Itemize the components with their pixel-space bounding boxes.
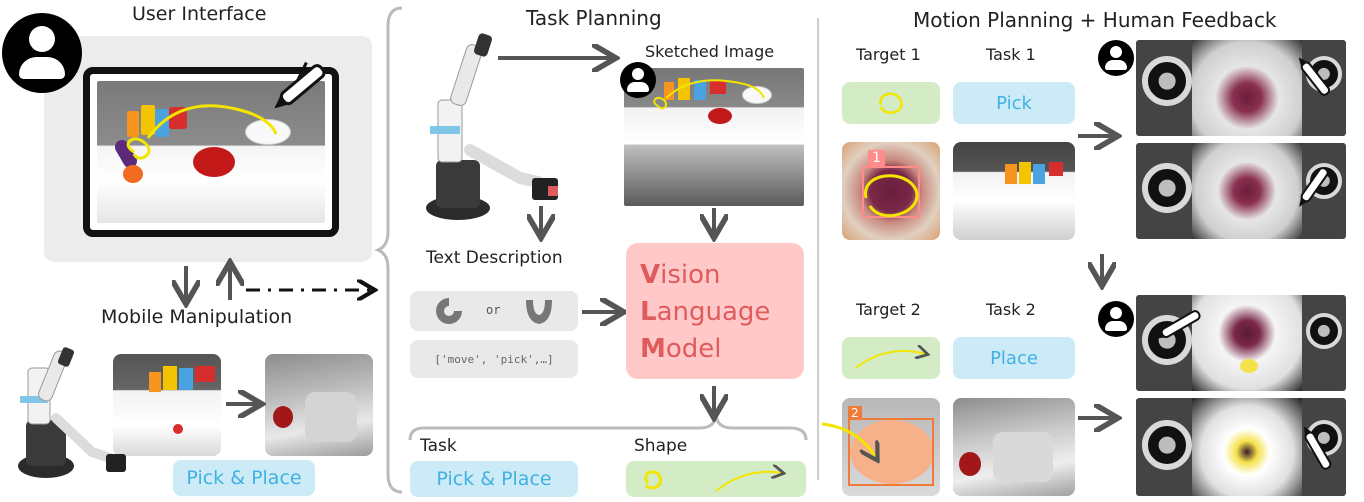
task2-photo xyxy=(953,398,1075,496)
feedback-strip-3 xyxy=(1136,295,1346,391)
label-sketched-image: Sketched Image xyxy=(645,42,775,61)
robot-illustration-task xyxy=(426,33,558,220)
task-pick-place-pill: Pick & Place xyxy=(410,461,578,497)
task1-pick-pill: Pick xyxy=(953,82,1075,124)
vlm-line-language: Language xyxy=(640,297,771,327)
target1-sketch-box xyxy=(842,82,940,124)
gripper-open-icon xyxy=(436,298,462,324)
target1-marker: 1 xyxy=(868,150,885,166)
shape-sketch-icons xyxy=(644,461,806,492)
label-task1: Task 1 xyxy=(986,45,1036,64)
user-avatar-icon xyxy=(2,13,82,93)
target2-bbox xyxy=(848,418,934,486)
vlm-box: Vision Language Model xyxy=(626,243,804,379)
mobile-pick-place-pill: Pick & Place xyxy=(173,460,315,496)
feedback-user-avatar-icon-1 xyxy=(1098,40,1134,76)
label-target1: Target 1 xyxy=(856,45,921,64)
title-user-interface: User Interface xyxy=(132,3,267,25)
left-brace xyxy=(373,6,403,494)
feedback-user-avatar-icon-2 xyxy=(1098,301,1134,337)
feedback-strip-4 xyxy=(1136,398,1346,496)
target2-sketch-box xyxy=(842,337,940,379)
shape-sketches-box xyxy=(626,461,806,497)
target2-arrow-sketch xyxy=(855,340,936,369)
label-task: Task xyxy=(420,436,457,456)
title-motion-planning: Motion Planning + Human Feedback xyxy=(913,8,1277,32)
label-shape: Shape xyxy=(634,436,688,456)
gripper-options-box: or xyxy=(410,291,578,331)
bottom-brace xyxy=(408,415,808,441)
feedback-pen-icon-3 xyxy=(1155,310,1201,339)
pen-icon xyxy=(274,61,326,109)
vlm-line-model: Model xyxy=(640,334,722,364)
feedback-pen-icon-2 xyxy=(1299,167,1329,207)
gripper-closed-icon xyxy=(526,300,552,324)
label-target2: Target 2 xyxy=(856,300,921,319)
target2-photo: 2 xyxy=(842,398,940,496)
target1-photo: 1 xyxy=(842,142,940,240)
yellow-curve-arrow xyxy=(821,422,876,458)
vlm-line-vision: Vision xyxy=(640,260,721,290)
code-text-box: ['move', 'pick',…] xyxy=(410,340,578,378)
title-task-planning: Task Planning xyxy=(526,6,662,30)
label-text-description: Text Description xyxy=(426,248,563,268)
sketched-image-photo xyxy=(624,68,804,206)
target2-marker: 2 xyxy=(848,406,862,420)
task2-place-pill: Place xyxy=(953,337,1075,379)
label-task2: Task 2 xyxy=(986,300,1036,319)
target1-circle-sketch xyxy=(879,92,903,114)
feedback-pen-icon-4 xyxy=(1303,426,1332,470)
label-mobile-manipulation: Mobile Manipulation xyxy=(101,306,293,328)
sketched-user-avatar-icon xyxy=(620,62,656,98)
mobile-photo-table xyxy=(113,354,221,456)
task1-photo xyxy=(953,142,1075,240)
mobile-photo-closeup xyxy=(265,354,373,456)
robot-illustration-mobile xyxy=(18,347,126,478)
or-label: or xyxy=(486,303,501,317)
code-text: ['move', 'pick',…] xyxy=(434,352,554,366)
feedback-pen-icon-1 xyxy=(1298,57,1331,96)
